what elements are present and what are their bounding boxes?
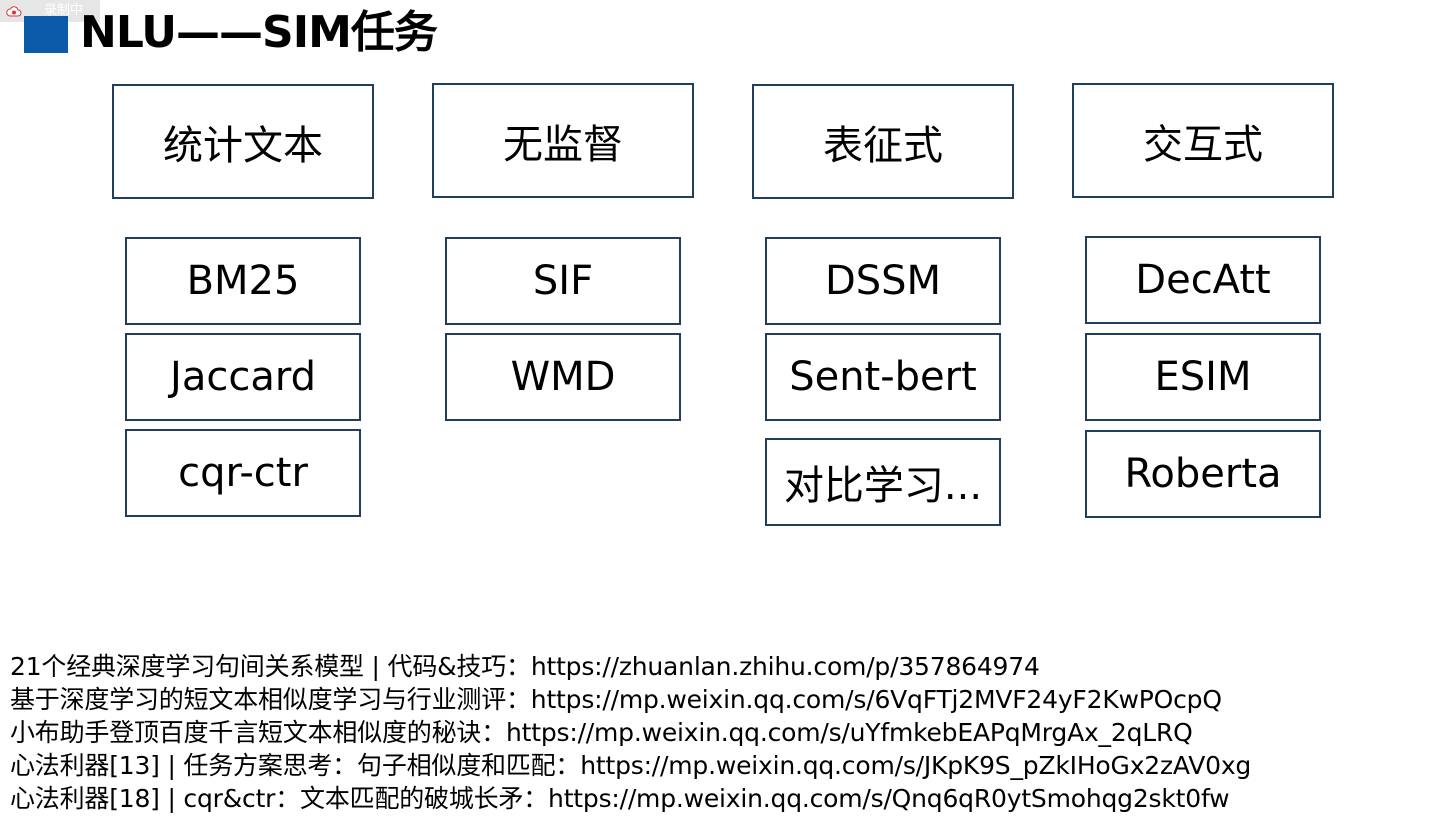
reference-item[interactable]: 心法利器[18] | cqr&ctr：文本匹配的破城长矛：https://mp.… <box>10 784 1230 813</box>
method-box-dssm: DSSM <box>765 237 1001 325</box>
reference-item[interactable]: 21个经典深度学习句间关系模型 | 代码&技巧：https://zhuanlan… <box>10 652 1040 681</box>
category-box-interaction: 交互式 <box>1072 83 1334 198</box>
reference-item[interactable]: 心法利器[13] | 任务方案思考：句子相似度和匹配：https://mp.we… <box>10 751 1252 780</box>
reference-item[interactable]: 小布助手登顶百度千言短文本相似度的秘诀：https://mp.weixin.qq… <box>10 718 1193 747</box>
method-box-contrastive: 对比学习... <box>765 438 1001 526</box>
category-box-representation: 表征式 <box>752 84 1014 199</box>
method-box-jaccard: Jaccard <box>125 333 361 421</box>
reference-list: 21个经典深度学习句间关系模型 | 代码&技巧：https://zhuanlan… <box>10 650 1251 815</box>
cloud-record-icon <box>6 6 22 17</box>
reference-item[interactable]: 基于深度学习的短文本相似度学习与行业测评：https://mp.weixin.q… <box>10 685 1222 714</box>
method-box-sif: SIF <box>445 237 681 325</box>
title-marker <box>24 16 68 53</box>
method-box-cqr-ctr: cqr-ctr <box>125 429 361 517</box>
method-box-esim: ESIM <box>1085 333 1321 421</box>
method-box-roberta: Roberta <box>1085 430 1321 518</box>
method-box-bm25: BM25 <box>125 237 361 325</box>
recording-label: 录制中 <box>44 3 84 18</box>
method-box-wmd: WMD <box>445 333 681 421</box>
method-box-sent-bert: Sent-bert <box>765 333 1001 421</box>
page-title: NLU——SIM任务 <box>80 7 438 58</box>
category-box-unsupervised: 无监督 <box>432 83 694 198</box>
method-box-decatt: DecAtt <box>1085 236 1321 324</box>
category-box-statistical: 统计文本 <box>112 84 374 199</box>
